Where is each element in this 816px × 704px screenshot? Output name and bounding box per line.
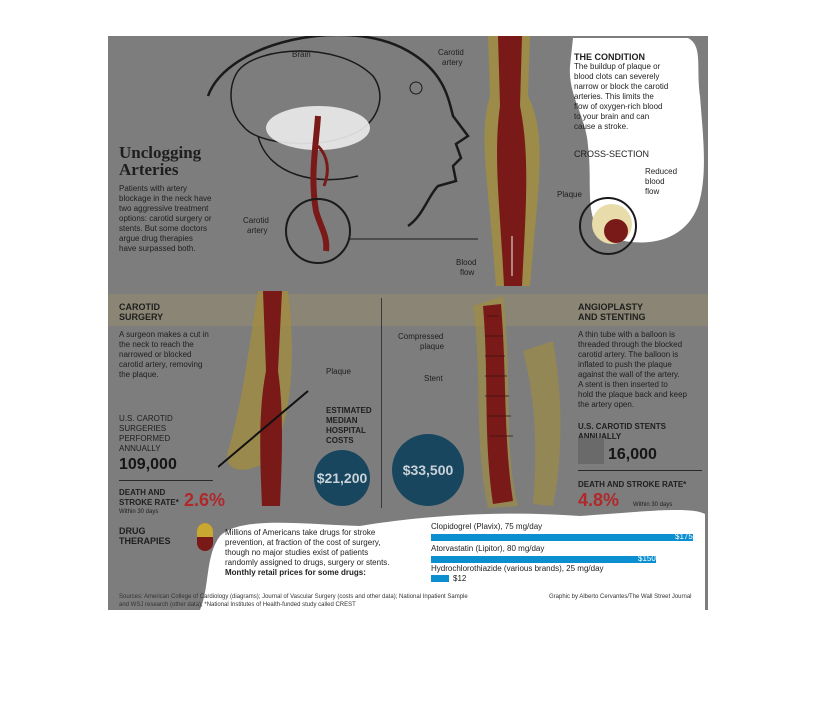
drug-value-1: $175 bbox=[675, 532, 693, 541]
surgery-count-value: 109,000 bbox=[119, 456, 177, 473]
surgery-count-rule bbox=[119, 480, 213, 481]
cross-section-diagram bbox=[579, 197, 637, 255]
surgery-death-value: 2.6% bbox=[184, 490, 226, 510]
label-carotid-artery-top-1: Carotid bbox=[438, 48, 464, 57]
label-carotid-artery-top-2: artery bbox=[442, 58, 463, 67]
credit-line: Graphic by Alberto Cervantes/The Wall St… bbox=[549, 594, 692, 600]
drugs-heading-2: THERAPIES bbox=[119, 536, 171, 546]
label-carotid-artery-left-1: Carotid bbox=[243, 216, 269, 225]
artery-closeup bbox=[484, 36, 540, 286]
compressed-plaque-label-2: plaque bbox=[420, 342, 445, 351]
reduced-flow-label-3: flow bbox=[645, 187, 660, 196]
reduced-flow-label-2: blood bbox=[645, 177, 665, 186]
label-carotid-artery-left-2: artery bbox=[247, 226, 268, 235]
page-title: Unclogging Arteries bbox=[119, 143, 202, 179]
stents-death-label: DEATH AND STROKE RATE* bbox=[578, 480, 687, 489]
condition-heading: THE CONDITION bbox=[574, 52, 645, 62]
annotation-highlight-top-right bbox=[569, 38, 704, 243]
drug-value-2: $150 bbox=[638, 554, 656, 563]
surgery-heading-1: CAROTID bbox=[119, 302, 160, 312]
stents-count-rule bbox=[578, 470, 702, 471]
stents-death-value: 4.8% bbox=[578, 490, 620, 510]
stent-illustration bbox=[473, 296, 561, 508]
label-brain: Brain bbox=[292, 50, 311, 59]
compressed-plaque-label-1: Compressed bbox=[398, 332, 444, 341]
drug-name-3: Hydrochlorothiazide (various brands), 25… bbox=[431, 564, 604, 573]
sources-line-1: Sources: American College of Cardiology … bbox=[119, 594, 468, 600]
drug-bar-2 bbox=[431, 556, 656, 563]
drug-name-2: Atorvastatin (Lipitor), 80 mg/day bbox=[431, 544, 545, 553]
surgery-heading-2: SURGERY bbox=[119, 312, 164, 322]
section-divider bbox=[381, 298, 382, 508]
label-blood-flow-1: Blood bbox=[456, 258, 477, 267]
label-plaque-top: Plaque bbox=[557, 190, 582, 199]
pill-icon bbox=[197, 523, 213, 551]
prices-label: Monthly retail prices for some drugs: bbox=[225, 568, 366, 577]
stenting-heading-1: ANGIOPLASTY bbox=[578, 302, 644, 312]
surgery-death-sub: Within 30 days bbox=[119, 509, 159, 515]
stents-count-label: U.S. CAROTID STENTS ANNUALLY bbox=[578, 422, 667, 441]
stent-label: Stent bbox=[424, 374, 443, 383]
stents-count-swatch bbox=[578, 438, 604, 464]
sources-line-2: and WSJ research (other data); *National… bbox=[119, 602, 356, 608]
drug-bar-3 bbox=[431, 575, 449, 582]
stents-death-sub: Within 30 days bbox=[633, 502, 673, 508]
section-band bbox=[108, 294, 708, 326]
drug-value-3: $12 bbox=[453, 574, 467, 583]
drug-bar-1 bbox=[431, 534, 693, 541]
surgery-plaque-label: Plaque bbox=[326, 367, 351, 376]
infographic-page: Brain Carotid artery Carotid artery Plaq… bbox=[108, 36, 708, 610]
surgery-illustration bbox=[218, 291, 309, 506]
surgery-death-label-2: STROKE RATE* bbox=[119, 498, 179, 507]
surgery-death-label-1: DEATH AND bbox=[119, 488, 166, 497]
surgery-cost-circle: $21,200 bbox=[314, 450, 370, 506]
label-blood-flow-2: flow bbox=[460, 268, 475, 277]
drugs-heading-1: DRUG bbox=[119, 526, 146, 536]
drug-name-1: Clopidogrel (Plavix), 75 mg/day bbox=[431, 522, 543, 531]
stent-cost-circle: $33,500 bbox=[392, 434, 464, 506]
stents-count-value: 16,000 bbox=[608, 446, 657, 463]
cross-section-label: CROSS-SECTION bbox=[574, 149, 650, 159]
head-illustration bbox=[206, 36, 478, 264]
reduced-flow-label-1: Reduced bbox=[645, 167, 678, 176]
stenting-heading-2: AND STENTING bbox=[578, 312, 646, 322]
